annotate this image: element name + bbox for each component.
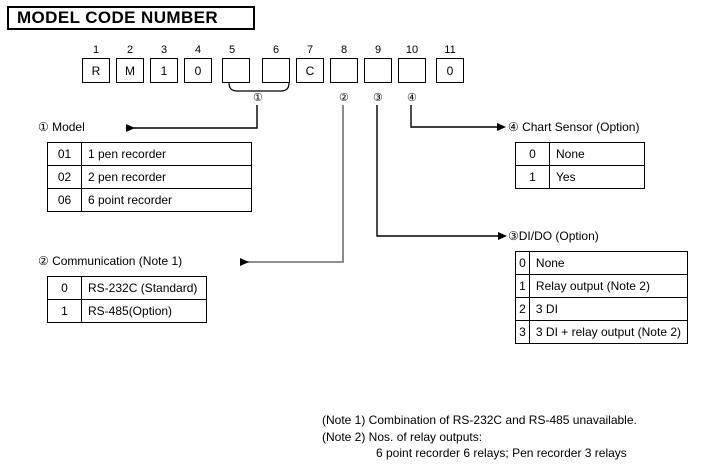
model-table: 01 1 pen recorder 02 2 pen recorder 06 6… <box>47 142 252 212</box>
marker-four-icon: ④ <box>407 92 417 104</box>
di-do-heading: ③DI/DO (Option) <box>508 229 599 243</box>
code-position-5: 5 <box>228 44 236 56</box>
code-position-3: 3 <box>160 44 168 56</box>
code-position-11: 11 <box>444 44 456 56</box>
di-do-code-0: 0 <box>515 251 530 275</box>
comm-code-1: 1 <box>47 299 82 323</box>
code-position-2: 2 <box>126 44 134 56</box>
table-row[interactable]: 1 Relay output (Note 2) <box>515 274 689 298</box>
table-row[interactable]: 06 6 point recorder <box>47 188 252 212</box>
model-desc-01: 1 pen recorder <box>81 142 252 166</box>
wire-model <box>126 105 258 132</box>
note-1: (Note 1) Combination of RS-232C and RS-4… <box>322 413 637 427</box>
code-position-7: 7 <box>306 44 314 56</box>
note-2: (Note 2) Nos. of relay outputs: <box>322 429 483 444</box>
code-cell-2[interactable]: M <box>116 58 144 83</box>
code-cell-5[interactable] <box>222 58 250 83</box>
table-row[interactable]: 1 Yes <box>515 165 645 189</box>
communication-heading: ② Communication (Note 1) <box>38 254 183 268</box>
table-row[interactable]: 3 3 DI + relay output (Note 2) <box>515 320 689 344</box>
model-code-06: 06 <box>47 188 82 212</box>
code-position-1: 1 <box>92 44 100 56</box>
code-cell-1[interactable]: R <box>82 58 110 83</box>
code-cell-8[interactable] <box>330 58 358 83</box>
chart-sensor-table: 0 None 1 Yes <box>515 142 645 189</box>
model-code-01: 01 <box>47 142 82 166</box>
table-row[interactable]: 0 None <box>515 251 689 275</box>
comm-desc-0: RS-232C (Standard) <box>81 276 207 300</box>
code-position-8: 8 <box>340 44 348 56</box>
table-row[interactable]: 0 RS-232C (Standard) <box>47 276 207 300</box>
model-desc-06: 6 point recorder <box>81 188 252 212</box>
chart-sensor-code-1: 1 <box>515 165 550 189</box>
chart-sensor-desc-1: Yes <box>549 165 645 189</box>
code-position-6: 6 <box>272 44 280 56</box>
chart-sensor-heading: ④ Chart Sensor (Option) <box>508 120 640 134</box>
table-row[interactable]: 1 RS-485(Option) <box>47 299 207 323</box>
bracket-5-6-icon <box>228 83 290 92</box>
code-cell-4[interactable]: 0 <box>184 58 212 83</box>
marker-three-icon: ③ <box>373 92 383 104</box>
marker-two-icon: ② <box>339 92 349 104</box>
wire-di-do <box>376 105 507 240</box>
chart-sensor-desc-0: None <box>549 142 645 166</box>
di-do-desc-2: 3 DI <box>528 297 689 321</box>
comm-desc-1: RS-485(Option) <box>81 299 207 323</box>
table-row[interactable]: 01 1 pen recorder <box>47 142 252 166</box>
di-do-desc-3: 3 DI + relay output (Note 2) <box>528 320 689 344</box>
code-cell-6[interactable] <box>262 58 290 83</box>
table-row[interactable]: 02 2 pen recorder <box>47 165 252 189</box>
di-do-code-2: 2 <box>515 297 530 321</box>
notes-block: (Note 1) Combination of RS-232C and RS-4… <box>322 412 637 462</box>
code-position-9: 9 <box>374 44 382 56</box>
table-row[interactable]: 0 None <box>515 142 645 166</box>
code-position-4: 4 <box>194 44 202 56</box>
comm-code-0: 0 <box>47 276 82 300</box>
di-do-table: 0 None 1 Relay output (Note 2) 2 3 DI 3 … <box>515 251 689 344</box>
communication-table: 0 RS-232C (Standard) 1 RS-485(Option) <box>47 276 207 323</box>
code-cell-9[interactable] <box>364 58 392 83</box>
chart-sensor-code-0: 0 <box>515 142 550 166</box>
model-desc-02: 2 pen recorder <box>81 165 252 189</box>
di-do-code-1: 1 <box>515 274 530 298</box>
di-do-code-3: 3 <box>515 320 530 344</box>
code-cell-3[interactable]: 1 <box>150 58 178 83</box>
note-2-continued: 6 point recorder 6 relays; Pen recorder … <box>376 446 627 460</box>
di-do-desc-0: None <box>528 251 689 275</box>
page-title: MODEL CODE NUMBER <box>17 8 219 27</box>
code-cell-10[interactable] <box>398 58 426 83</box>
code-position-10: 10 <box>405 44 419 56</box>
page-title-box: MODEL CODE NUMBER <box>7 6 255 30</box>
model-heading: ① Model <box>38 120 85 134</box>
wire-communication <box>240 105 344 266</box>
marker-one-icon: ① <box>253 92 263 104</box>
code-cell-11[interactable]: 0 <box>436 58 464 83</box>
table-row[interactable]: 2 3 DI <box>515 297 689 321</box>
code-cell-7[interactable]: C <box>296 58 324 83</box>
wire-chart-sensor <box>410 105 506 131</box>
di-do-desc-1: Relay output (Note 2) <box>528 274 689 298</box>
model-code-02: 02 <box>47 165 82 189</box>
